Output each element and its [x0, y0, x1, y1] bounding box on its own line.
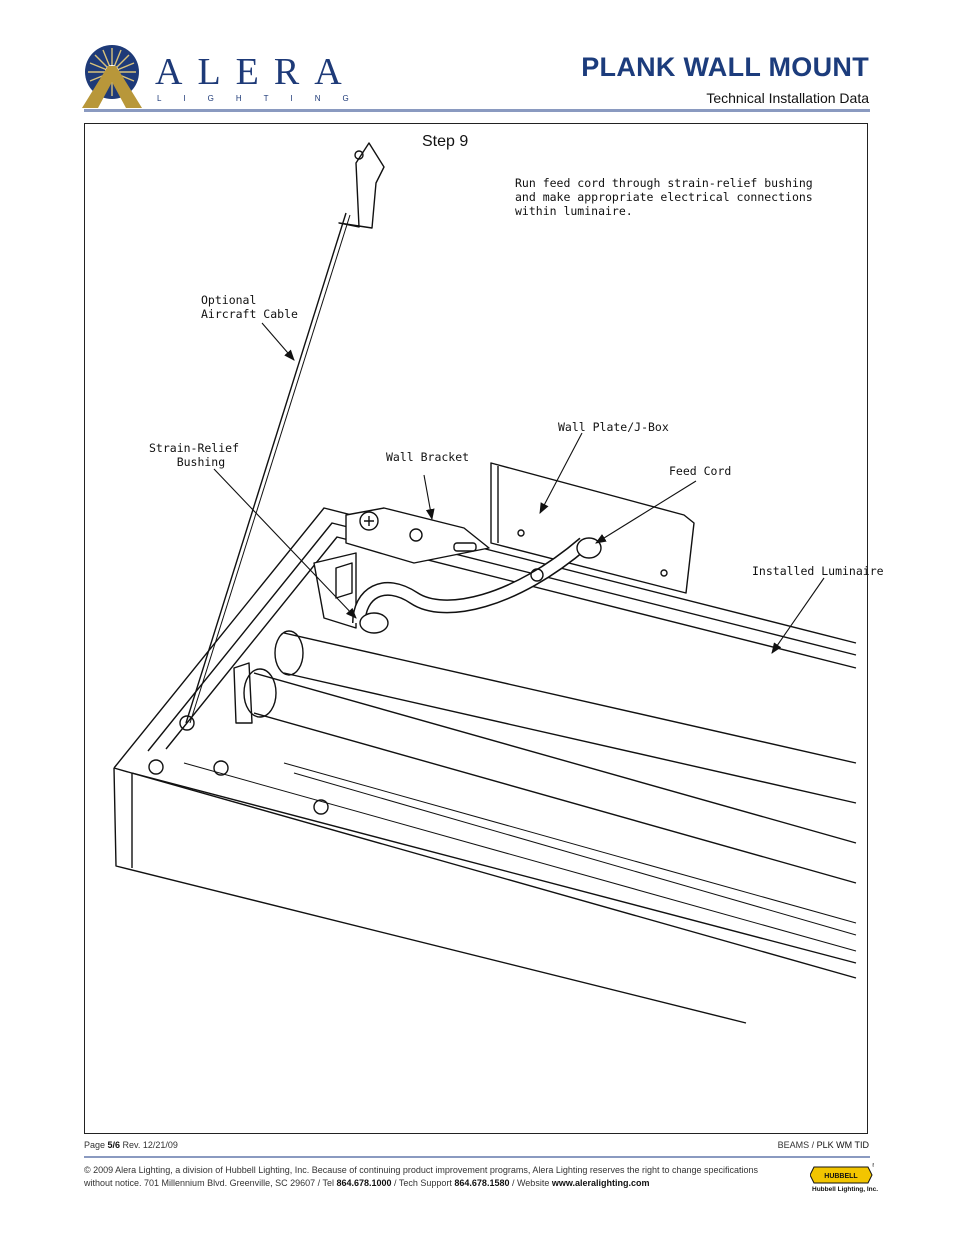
website-link[interactable]: www.aleralighting.com — [551, 1178, 650, 1188]
page-subtitle: Technical Installation Data — [706, 90, 869, 106]
callout-feed-cord: Feed Cord — [669, 464, 732, 478]
svg-text:®: ® — [872, 1163, 874, 1169]
hubbell-logo-icon: HUBBELL ® — [810, 1163, 874, 1184]
aircraft-cable — [185, 212, 347, 724]
tel-number: 864.678.1000 — [336, 1178, 392, 1188]
step-label: Step 9 — [422, 133, 469, 150]
brand-subname: LIGHTING — [157, 94, 371, 103]
callout-wall-bracket: Wall Bracket — [386, 450, 470, 464]
wall-plate — [490, 462, 695, 594]
lamp-lower — [253, 672, 857, 884]
hubbell-name: Hubbell Lighting, Inc. — [812, 1186, 879, 1193]
tech-support-number: 864.678.1580 — [454, 1178, 510, 1188]
callout-aircraft-cable: Optional Aircraft Cable — [201, 293, 298, 321]
page-info: Page 5/6 Rev. 12/21/09 — [84, 1140, 178, 1150]
page-title: PLANK WALL MOUNT — [581, 52, 869, 82]
footer-divider — [84, 1156, 870, 1158]
callout-installed-luminaire: Installed Luminaire — [752, 564, 884, 578]
page-number: 5/6 — [107, 1140, 121, 1150]
footer-copyright: © 2009 Alera Lighting, a division of Hub… — [84, 1165, 759, 1188]
luminaire-housing — [113, 507, 857, 769]
lamp-upper — [283, 632, 857, 804]
step-instruction: Run feed cord through strain-relief bush… — [515, 176, 813, 218]
diagram-frame — [84, 123, 868, 1134]
callout-strain-relief: Strain-Relief Bushing — [149, 441, 240, 469]
wall-bracket — [345, 507, 490, 564]
brand-name: ALERA — [155, 51, 357, 93]
callout-wall-plate: Wall Plate/J-Box — [558, 420, 669, 434]
header-divider — [84, 109, 870, 112]
hubbell-badge-text: HUBBELL — [824, 1173, 858, 1180]
alera-logo-icon — [82, 45, 142, 108]
installation-diagram — [113, 142, 857, 1024]
document-code: BEAMS / PLK WM TID — [777, 1140, 869, 1150]
screw-icon — [148, 528, 544, 815]
